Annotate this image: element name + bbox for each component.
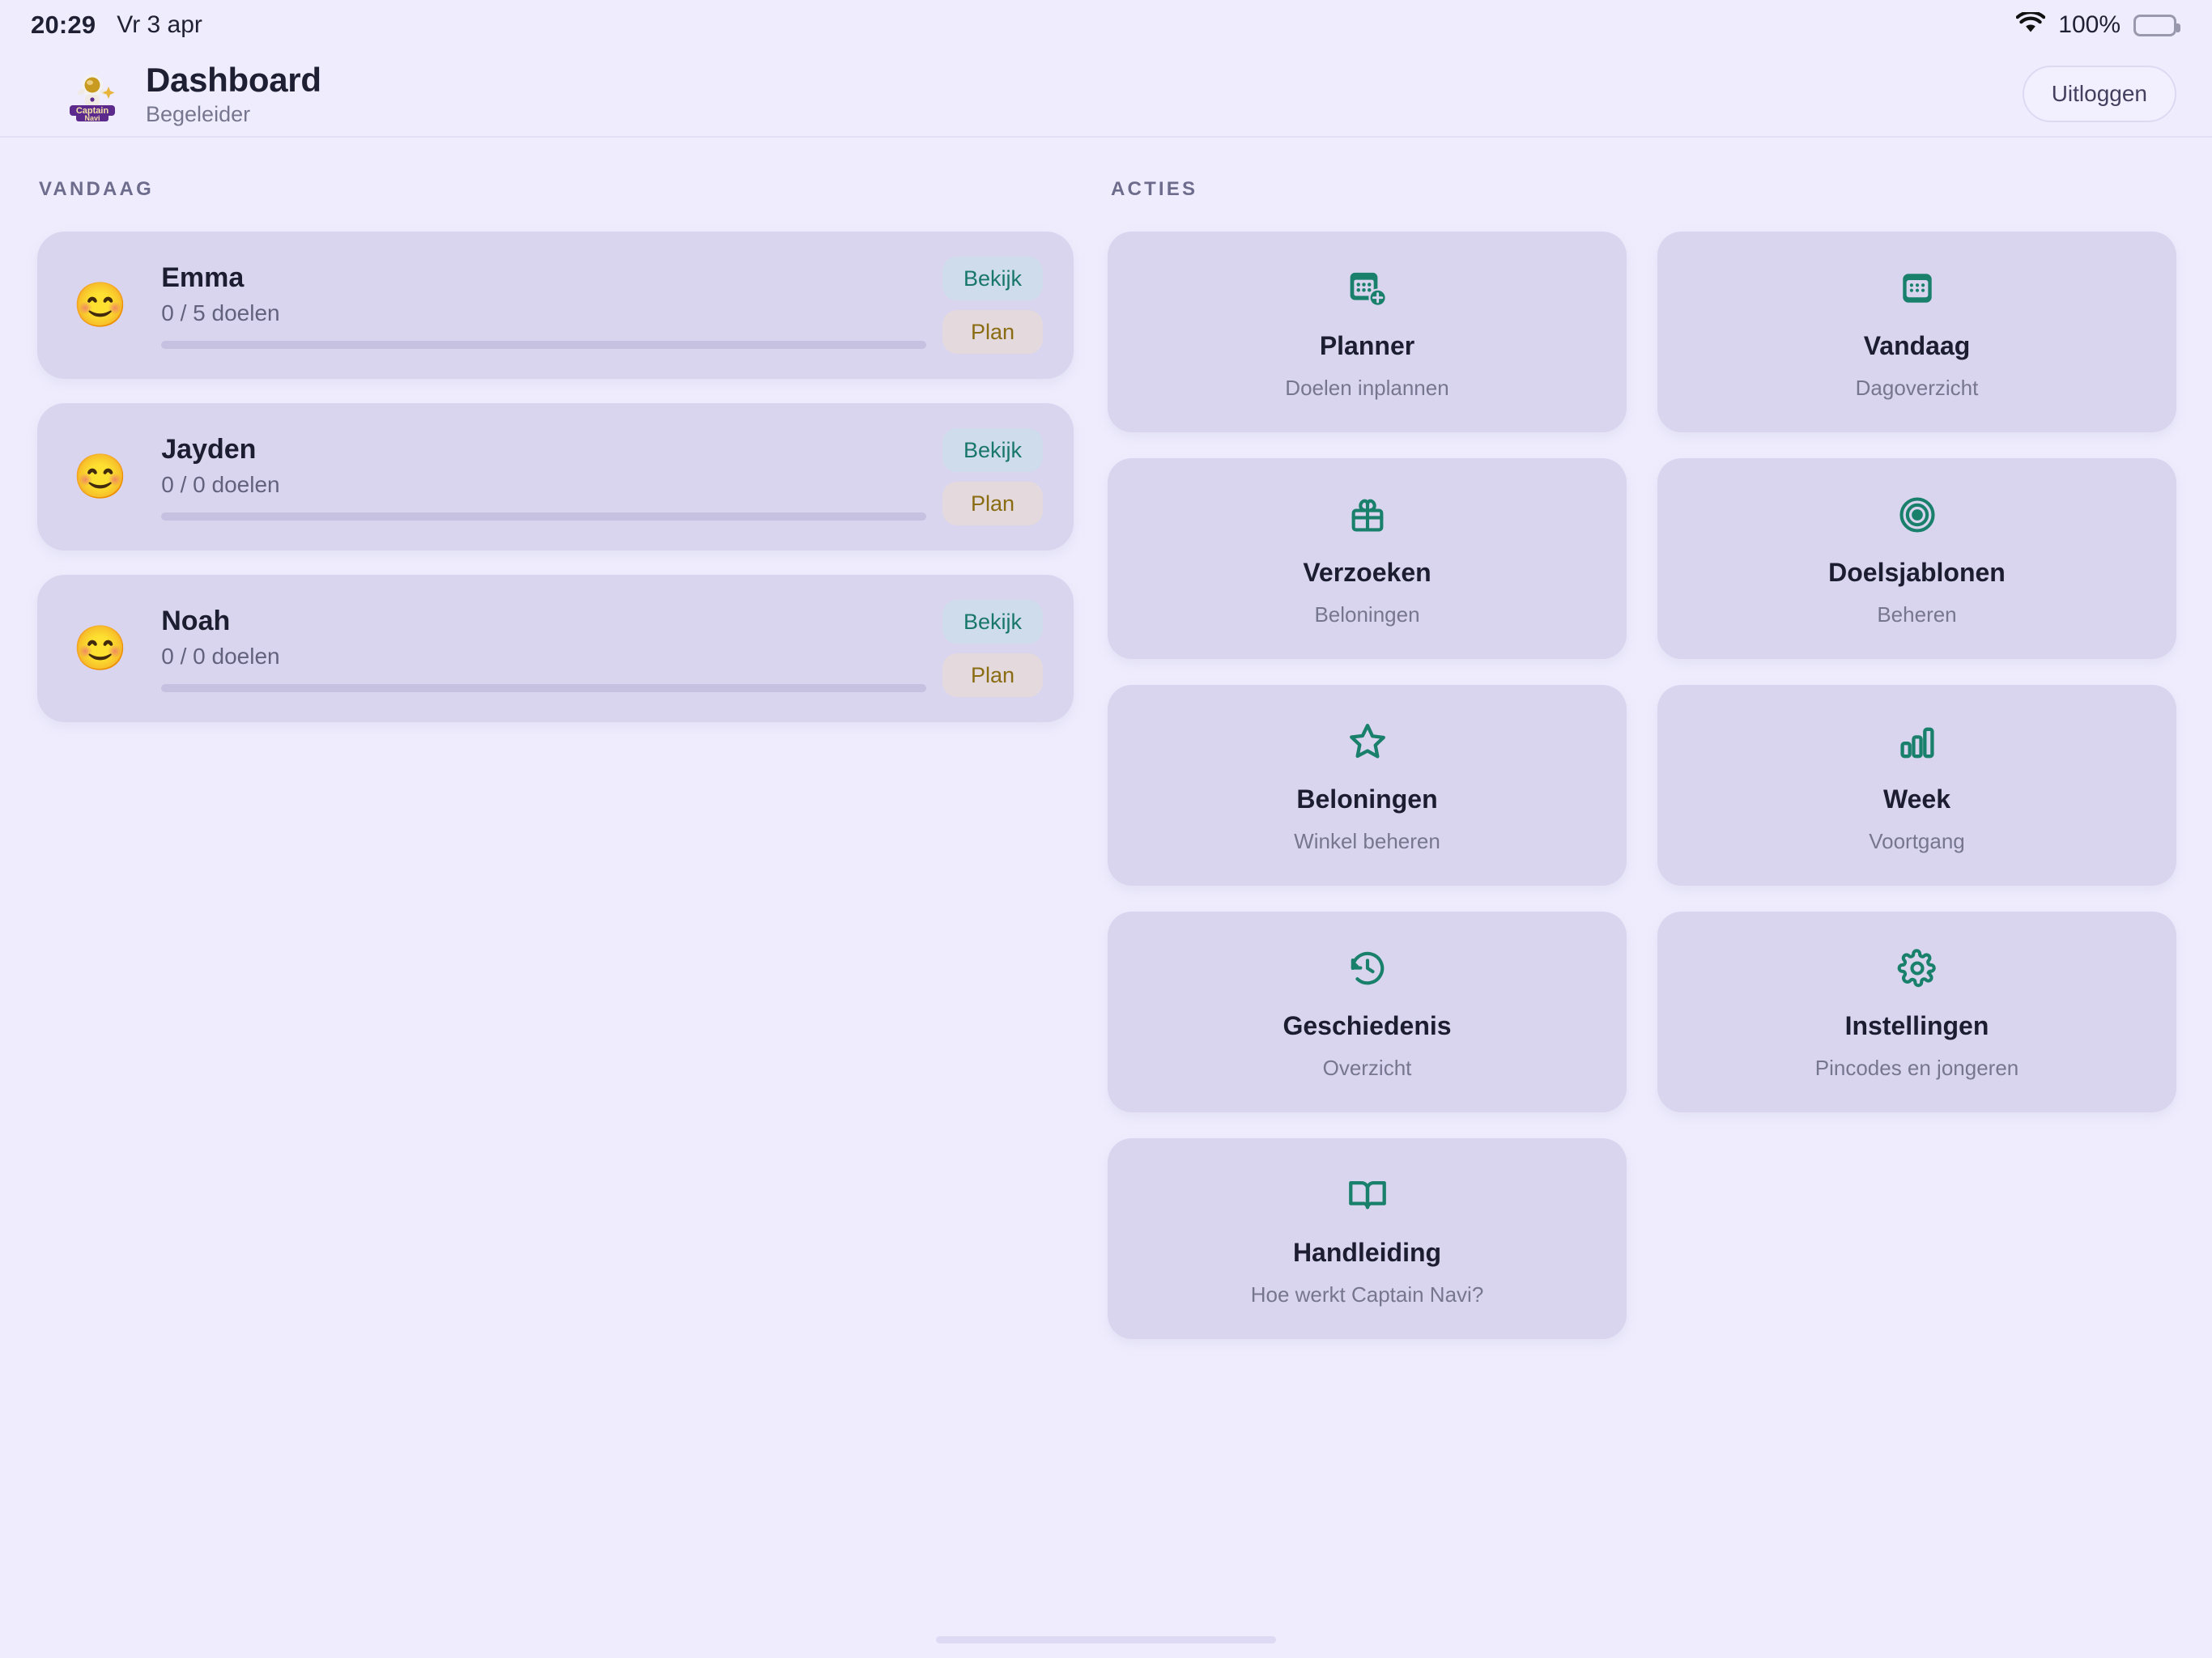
action-subtitle: Voortgang xyxy=(1869,829,1965,853)
child-info: Jayden 0 / 0 doelen xyxy=(161,433,942,521)
child-info: Emma 0 / 5 doelen xyxy=(161,261,942,349)
progress-bar xyxy=(161,512,926,521)
child-name: Noah xyxy=(161,606,231,637)
child-goals-count: 0 / 0 doelen xyxy=(161,471,280,497)
battery-percent: 100% xyxy=(2058,11,2121,38)
view-button[interactable]: Bekijk xyxy=(942,600,1043,644)
wifi-icon xyxy=(2015,11,2046,38)
view-button[interactable]: Bekijk xyxy=(942,257,1043,300)
star-icon xyxy=(1346,716,1389,767)
action-subtitle: Hoe werkt Captain Navi? xyxy=(1250,1282,1484,1307)
action-title: Verzoeken xyxy=(1303,558,1431,587)
header-text: Dashboard Begeleider xyxy=(146,61,321,127)
app-header: Captain Navi Dashboard Begeleider Uitlog… xyxy=(0,50,2212,138)
avatar: 😊 xyxy=(73,453,128,501)
book-open-icon xyxy=(1346,1170,1389,1220)
action-subtitle: Dagoverzicht xyxy=(1855,376,1979,400)
action-title: Doelsjablonen xyxy=(1828,558,2006,587)
bar-chart-icon xyxy=(1896,716,1938,767)
action-subtitle: Winkel beheren xyxy=(1294,829,1440,853)
page-title: Dashboard xyxy=(146,60,321,99)
status-date: Vr 3 apr xyxy=(117,11,202,38)
status-time: 20:29 xyxy=(31,11,96,39)
avatar: 😊 xyxy=(73,624,128,673)
actions-section-label: ACTIES xyxy=(1111,178,1198,200)
action-title: Geschiedenis xyxy=(1283,1011,1452,1040)
home-indicator[interactable] xyxy=(936,1636,1276,1643)
child-goals-count: 0 / 5 doelen xyxy=(161,300,280,325)
action-title: Vandaag xyxy=(1863,331,1971,360)
child-name: Emma xyxy=(161,262,245,294)
action-subtitle: Beloningen xyxy=(1314,602,1420,627)
action-subtitle: Beheren xyxy=(1877,602,1957,627)
calendar-today-icon xyxy=(1897,263,1938,313)
action-title: Handleiding xyxy=(1292,1238,1442,1267)
action-subtitle: Pincodes en jongeren xyxy=(1814,1056,2019,1080)
progress-bar xyxy=(161,683,926,692)
gear-icon xyxy=(1896,943,1938,993)
calendar-plus-icon xyxy=(1346,263,1389,313)
child-name: Jayden xyxy=(161,434,257,466)
action-title: Planner xyxy=(1319,331,1415,360)
page-subtitle: Begeleider xyxy=(146,102,251,127)
today-section-label: VANDAAG xyxy=(39,178,154,200)
status-bar: 20:29 Vr 3 apr 100% xyxy=(0,0,2212,50)
gift-icon xyxy=(1346,490,1389,540)
action-subtitle: Overzicht xyxy=(1322,1056,1412,1080)
child-info: Noah 0 / 0 doelen xyxy=(161,605,942,692)
action-title: Instellingen xyxy=(1844,1011,1989,1040)
history-clock-icon xyxy=(1346,943,1389,993)
status-bar-left: 20:29 Vr 3 apr xyxy=(31,11,202,40)
plan-button[interactable]: Plan xyxy=(942,482,1043,525)
svg-text:Captain: Captain xyxy=(76,106,109,116)
child-goals-count: 0 / 0 doelen xyxy=(161,643,280,669)
logout-button[interactable]: Uitloggen xyxy=(2022,66,2176,122)
battery-full-icon xyxy=(2133,14,2180,36)
action-subtitle: Doelen inplannen xyxy=(1285,376,1449,400)
action-title: Beloningen xyxy=(1296,784,1438,814)
progress-bar xyxy=(161,340,926,349)
plan-button[interactable]: Plan xyxy=(942,310,1043,354)
view-button[interactable]: Bekijk xyxy=(942,428,1043,472)
target-icon xyxy=(1896,490,1938,540)
plan-button[interactable]: Plan xyxy=(942,653,1043,697)
svg-text:Navi: Navi xyxy=(84,114,100,122)
status-bar-right: 100% xyxy=(2015,11,2180,39)
captain-navi-logo-icon: Captain Navi xyxy=(63,65,121,123)
avatar: 😊 xyxy=(73,281,128,329)
action-title: Week xyxy=(1882,784,1950,814)
